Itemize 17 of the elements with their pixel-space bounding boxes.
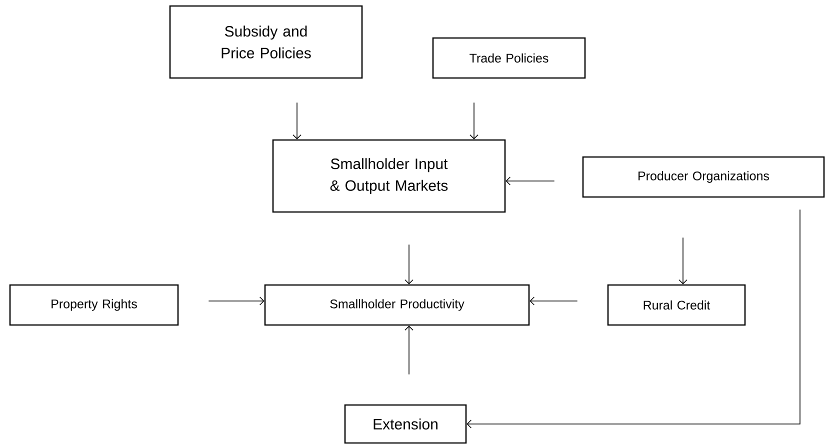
box: Property Rights bbox=[9, 284, 179, 326]
arrow bbox=[530, 296, 578, 306]
box: Extension bbox=[344, 404, 467, 444]
box: Trade Policies bbox=[432, 37, 586, 79]
box: Subsidy and Price Policies bbox=[169, 5, 363, 79]
arrow bbox=[678, 237, 688, 284]
arrow bbox=[506, 176, 555, 186]
arrow bbox=[470, 102, 478, 140]
box: Smallholder Productivity bbox=[264, 284, 530, 326]
arrow bbox=[208, 296, 264, 306]
arrow bbox=[404, 326, 414, 375]
arrow bbox=[404, 244, 414, 284]
box: Smallholder Input & Output Markets bbox=[272, 139, 506, 213]
box: Producer Organizations bbox=[582, 156, 825, 198]
box: Rural Credit bbox=[607, 284, 746, 326]
arrow bbox=[292, 102, 302, 140]
arrow bbox=[466, 209, 800, 428]
